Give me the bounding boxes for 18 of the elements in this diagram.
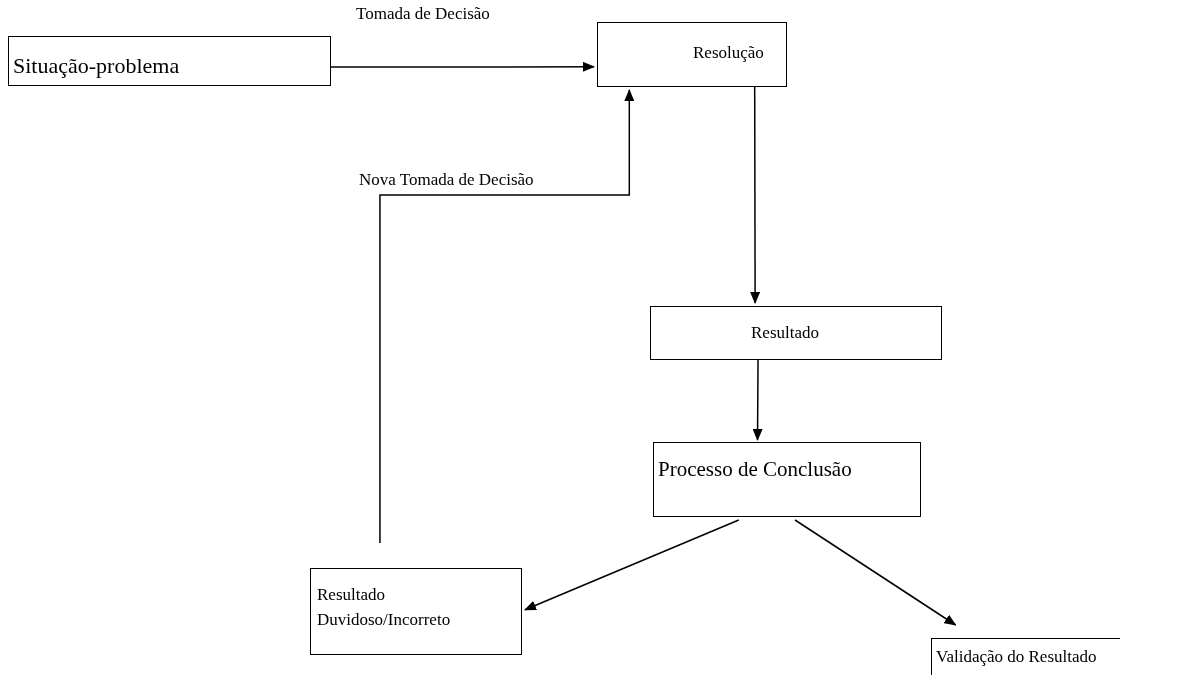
box-label: Validação do Resultado: [936, 647, 1097, 667]
box-label: Resultado Duvidoso/Incorreto: [317, 584, 452, 631]
arrow: [379, 89, 635, 544]
arrow: [330, 61, 595, 72]
process-box: [597, 22, 787, 87]
process-box: [931, 638, 1120, 675]
box-label: Processo de Conclusão: [658, 457, 852, 482]
arrow: [750, 86, 761, 304]
process-box: [650, 306, 942, 360]
process-box: [653, 442, 921, 517]
process-box: [8, 36, 331, 86]
arrow: [794, 519, 957, 626]
box-label: Situação-problema: [13, 53, 180, 79]
process-box: [310, 568, 522, 655]
arrow: [524, 519, 740, 611]
box-label: Resultado: [751, 323, 819, 343]
box-label: Resolução: [693, 43, 764, 63]
arrow: [752, 359, 763, 441]
